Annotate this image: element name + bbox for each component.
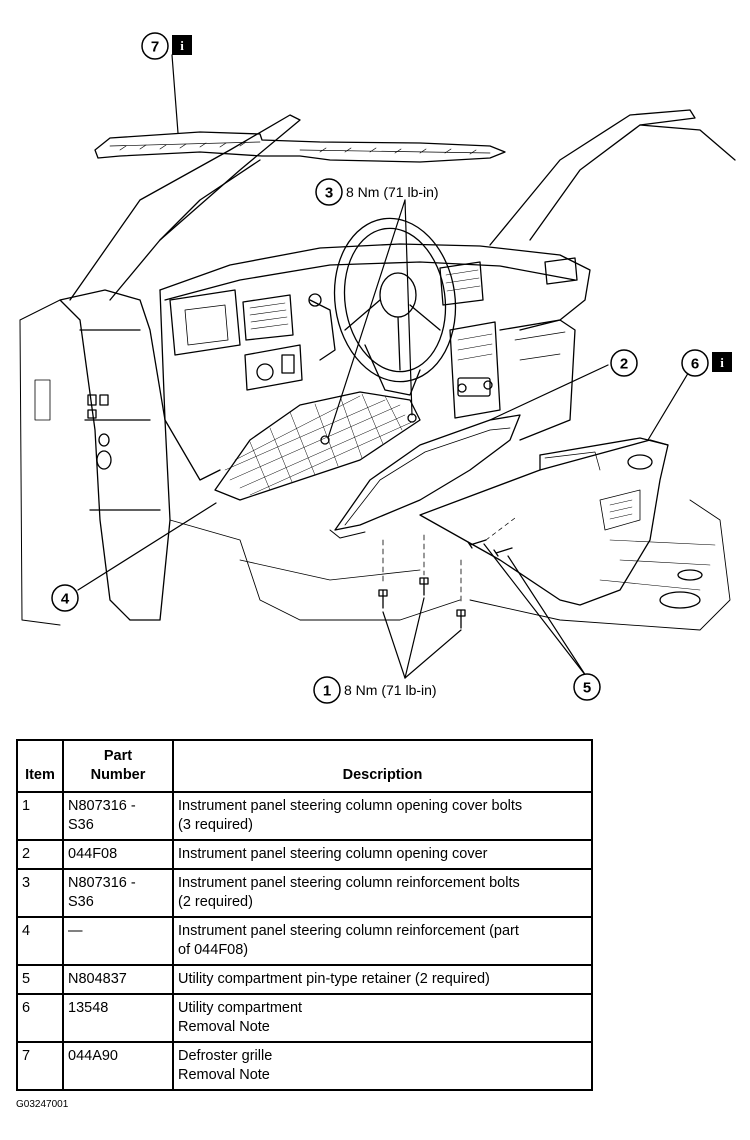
- info-icon: i: [180, 38, 184, 53]
- leader-lines: [77, 54, 694, 679]
- callout-5: 5: [573, 673, 601, 701]
- cell-item: 7: [16, 1041, 64, 1091]
- svg-text:2: 2: [620, 356, 628, 373]
- cell-description: Instrument panel steering column opening…: [172, 791, 593, 841]
- cell-item: 6: [16, 993, 64, 1043]
- cell-item: 2: [16, 839, 64, 870]
- callout-1: 1 8 Nm (71 lb-in): [313, 676, 437, 704]
- header-item: Item: [16, 739, 64, 793]
- cell-part-number: 044F08: [62, 839, 174, 870]
- header-part-number: Part Number: [62, 739, 174, 793]
- info-icon: i: [720, 355, 724, 370]
- steering-wheel: [308, 217, 457, 396]
- cell-item: 1: [16, 791, 64, 841]
- callout-3: 3 8 Nm (71 lb-in): [315, 178, 439, 206]
- cell-part-number: N804837: [62, 964, 174, 995]
- cell-part-number: N807316 -S36: [62, 868, 174, 918]
- steering-column-reinforcement: [214, 391, 421, 501]
- svg-text:4: 4: [61, 591, 70, 608]
- utility-compartment: [419, 437, 669, 606]
- cell-description: Instrument panel steering column reinfor…: [172, 868, 593, 918]
- exploded-view-illustration: 7 i 3 8 Nm (71 lb-in) 2 6 i 4 1 8 Nm (71…: [19, 32, 736, 704]
- cell-item: 3: [16, 868, 64, 918]
- cell-part-number: —: [62, 916, 174, 966]
- cell-description: Instrument panel steering column opening…: [172, 839, 593, 870]
- bolts-item-1: [378, 534, 466, 629]
- svg-text:7: 7: [151, 39, 159, 56]
- steering-column-opening-cover: [329, 414, 521, 539]
- cell-part-number: 13548: [62, 993, 174, 1043]
- header-description: Description: [172, 739, 593, 793]
- table-header-row: Item Part Number Description: [16, 739, 593, 793]
- svg-text:3: 3: [325, 185, 333, 202]
- svg-text:8 Nm (71 lb-in): 8 Nm (71 lb-in): [344, 682, 437, 698]
- figure-code: G03247001: [16, 1099, 69, 1110]
- vehicle-body: [19, 109, 736, 631]
- svg-text:1: 1: [323, 683, 331, 700]
- cell-item: 4: [16, 916, 64, 966]
- svg-text:5: 5: [583, 680, 591, 697]
- cell-part-number: 044A90: [62, 1041, 174, 1091]
- svg-text:6: 6: [691, 356, 699, 373]
- callout-7: 7 i: [141, 32, 192, 60]
- callout-2: 2: [610, 349, 638, 377]
- table-row: 4—Instrument panel steering column reinf…: [16, 916, 593, 966]
- cell-part-number: N807316 -S36: [62, 791, 174, 841]
- defroster-grille: [94, 131, 506, 163]
- cell-description: Instrument panel steering column reinfor…: [172, 916, 593, 966]
- cell-item: 5: [16, 964, 64, 995]
- callout-4: 4: [51, 584, 79, 612]
- retainers-item-5: [467, 517, 516, 557]
- svg-text:8 Nm (71 lb-in): 8 Nm (71 lb-in): [346, 184, 439, 200]
- callout-6: 6 i: [681, 349, 732, 377]
- cell-description: Utility compartment pin-type retainer (2…: [172, 964, 593, 995]
- instrument-panel: [159, 243, 591, 481]
